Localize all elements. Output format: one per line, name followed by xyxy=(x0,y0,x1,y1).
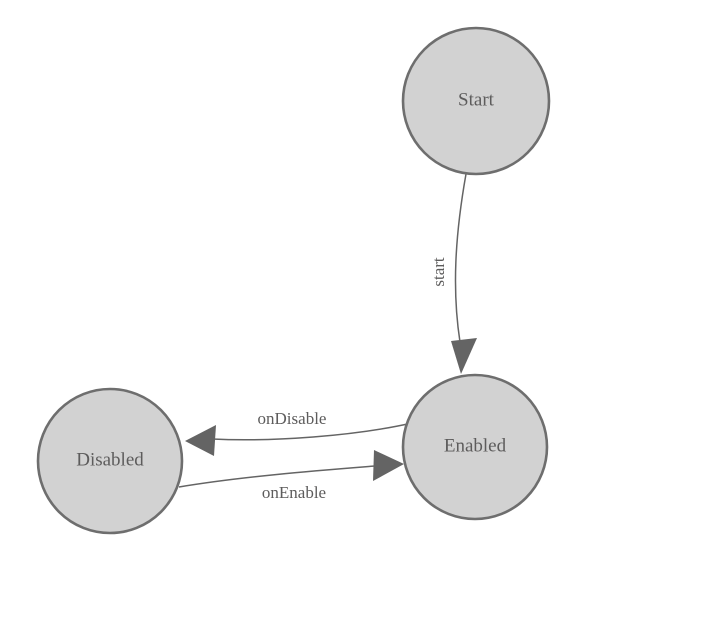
state-node-disabled-label: Disabled xyxy=(76,449,144,470)
edge-on-enable-label: onEnable xyxy=(262,483,326,502)
state-node-start-circle xyxy=(401,26,551,176)
edge-on-disable[interactable]: onDisable xyxy=(185,409,413,456)
state-node-enabled-circle xyxy=(401,373,549,521)
edge-start-arrowhead xyxy=(451,338,477,374)
state-node-start-label: Start xyxy=(458,89,495,110)
edge-on-disable-label: onDisable xyxy=(258,409,327,428)
edge-on-disable-path xyxy=(211,422,413,441)
edge-start[interactable]: start xyxy=(429,173,477,374)
state-node-enabled-label: Enabled xyxy=(444,435,507,456)
edge-on-disable-arrowhead xyxy=(185,425,216,456)
edge-on-enable-path xyxy=(178,465,376,488)
state-node-start[interactable]: Start xyxy=(401,26,551,176)
edge-start-label: start xyxy=(429,257,448,287)
edge-start-path xyxy=(454,173,467,343)
state-node-enabled[interactable]: Enabled xyxy=(401,373,549,521)
state-node-disabled-circle xyxy=(36,387,184,535)
state-node-disabled[interactable]: Disabled xyxy=(36,387,184,535)
edge-on-enable-arrowhead xyxy=(373,450,404,481)
edge-on-enable[interactable]: onEnable xyxy=(178,450,404,502)
